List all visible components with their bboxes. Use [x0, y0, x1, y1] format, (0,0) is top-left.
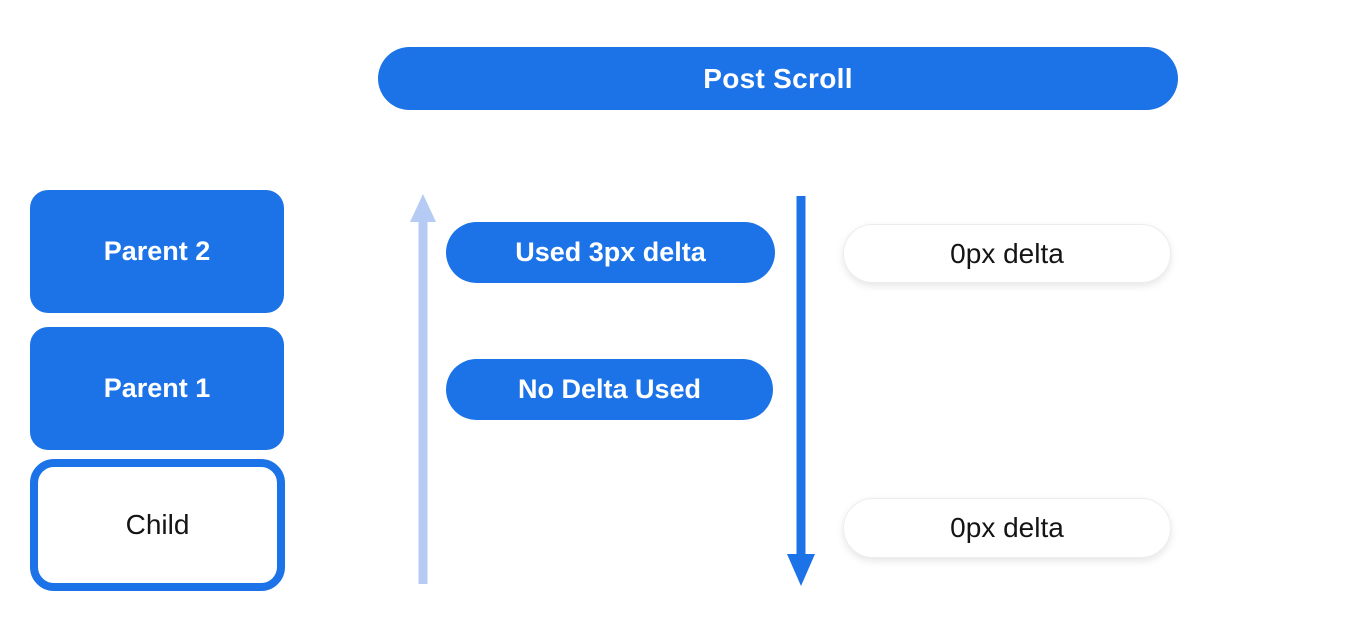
child-box: Child [30, 459, 285, 591]
down-arrowhead [787, 554, 815, 586]
parent-1-box: Parent 1 [30, 327, 284, 450]
used-delta-pill: Used 3px delta [446, 222, 775, 283]
post-scroll-banner: Post Scroll [378, 47, 1178, 110]
up-arrowhead [410, 194, 436, 222]
scroll-up-arrow-icon [410, 194, 436, 584]
scroll-down-arrow-icon [787, 196, 815, 586]
zero-delta-bottom-pill: 0px delta [843, 498, 1171, 558]
no-delta-pill: No Delta Used [446, 359, 773, 420]
up-arrow-shaft [418, 218, 428, 584]
zero-delta-top-pill: 0px delta [843, 224, 1171, 283]
parent-2-box: Parent 2 [30, 190, 284, 313]
down-arrow-shaft [796, 196, 806, 562]
